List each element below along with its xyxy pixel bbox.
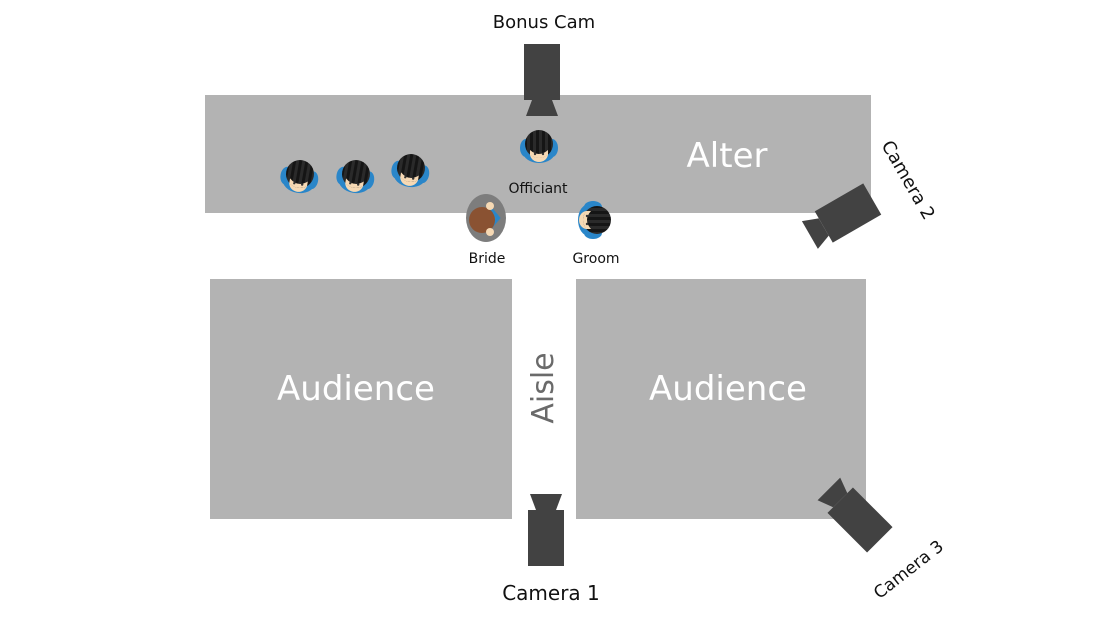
camera-1-label: Camera 1 <box>502 581 600 605</box>
bonus-cam-label: Bonus Cam <box>493 12 595 33</box>
officiant-label: Officiant <box>508 181 568 197</box>
groom-label: Groom <box>572 251 619 267</box>
aisle-label: Aisle <box>526 352 561 423</box>
audience-right-label: Audience <box>649 369 807 409</box>
camera-2-label: Camera 2 <box>877 137 939 224</box>
bride-label: Bride <box>469 251 506 267</box>
audience-left-label: Audience <box>277 369 435 409</box>
audience-left-area <box>210 279 512 519</box>
audience-right-area <box>576 279 866 519</box>
camera-3-label: Camera 3 <box>870 537 948 604</box>
altar-label: Alter <box>687 136 768 176</box>
bride-figure <box>466 194 506 242</box>
camera-1-icon <box>528 494 564 566</box>
